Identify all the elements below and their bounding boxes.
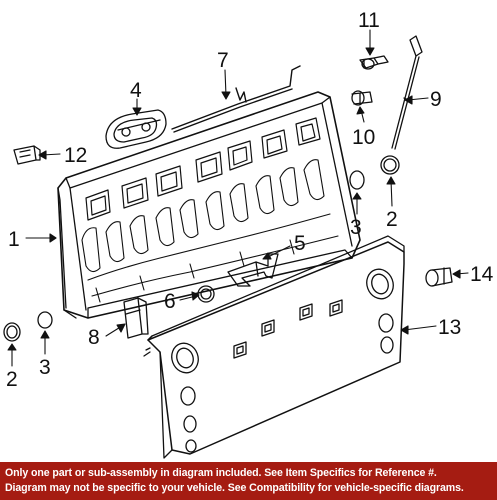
inner-panel	[143, 235, 405, 459]
callout-5: 5	[294, 232, 306, 255]
cable	[391, 35, 423, 150]
callout-3-right: 3	[350, 216, 362, 239]
callout-7: 7	[217, 49, 229, 72]
callout-6: 6	[164, 290, 176, 313]
callout-2-lower-left: 2	[6, 368, 18, 391]
clip	[13, 145, 41, 165]
callout-2-right: 2	[386, 208, 398, 231]
callout-4: 4	[130, 79, 142, 102]
bracket	[227, 253, 279, 287]
handle-bezel	[105, 109, 167, 149]
disclaimer-line-1: Only one part or sub-assembly in diagram…	[5, 467, 437, 479]
callout-8: 8	[88, 326, 100, 349]
plug-center	[197, 285, 215, 303]
stud	[359, 55, 389, 70]
callout-10: 10	[352, 126, 375, 149]
callout-12: 12	[64, 144, 87, 167]
callout-9: 9	[430, 88, 442, 111]
bumper-lower-left	[37, 311, 53, 329]
callout-3-lower-left: 3	[39, 356, 51, 379]
leader-lines	[7, 29, 469, 367]
callout-11: 11	[358, 9, 380, 32]
disclaimer-line-2: Diagram may not be specific to your vehi…	[5, 482, 464, 494]
callout-14: 14	[470, 263, 494, 286]
bolt	[351, 90, 373, 106]
rod	[171, 65, 301, 133]
pivot-bolt	[425, 267, 453, 287]
callout-13: 13	[438, 316, 461, 339]
striker-bracket	[123, 297, 149, 339]
bumper-right	[349, 170, 365, 190]
plug-lower-left	[3, 322, 21, 342]
disclaimer-banner: Only one part or sub-assembly in diagram…	[0, 462, 497, 500]
tailgate-shell	[57, 91, 361, 319]
plug-right	[380, 155, 400, 175]
callout-1: 1	[8, 228, 20, 251]
parts-diagram: 1 2 2 3 3 4 5 6 7 8 9 10 11 12 13 14	[3, 9, 494, 459]
